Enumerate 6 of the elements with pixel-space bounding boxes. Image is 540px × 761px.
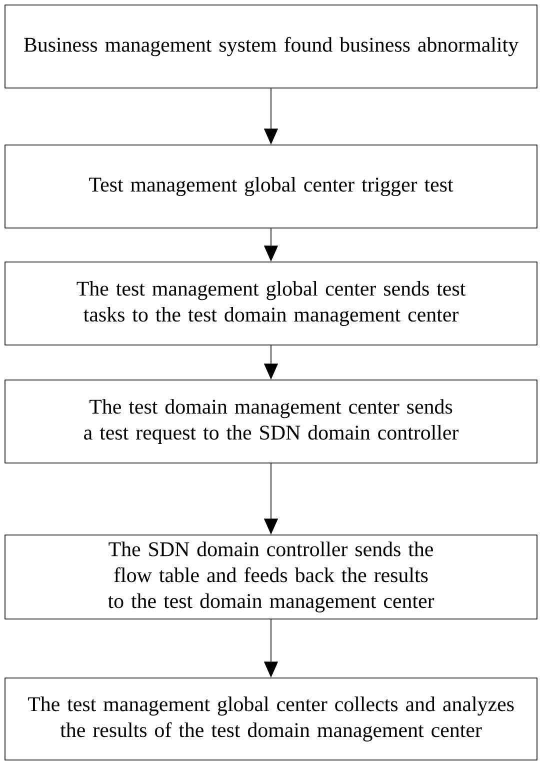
process-box: The SDN domain controller sends the flow table and feeds back the results to the test domain management center	[4, 534, 538, 620]
process-box: Test management global center trigger test	[4, 144, 538, 228]
process-box: The test management global center collects and analyzes the results of the test domain management center	[4, 678, 538, 760]
process-box: The test management global center sends test tasks to the test domain management center	[4, 262, 538, 346]
process-box: The test domain management center sends a test request to the SDN domain controller	[4, 380, 538, 464]
process-box: Business management system found business abnormality	[4, 4, 538, 88]
